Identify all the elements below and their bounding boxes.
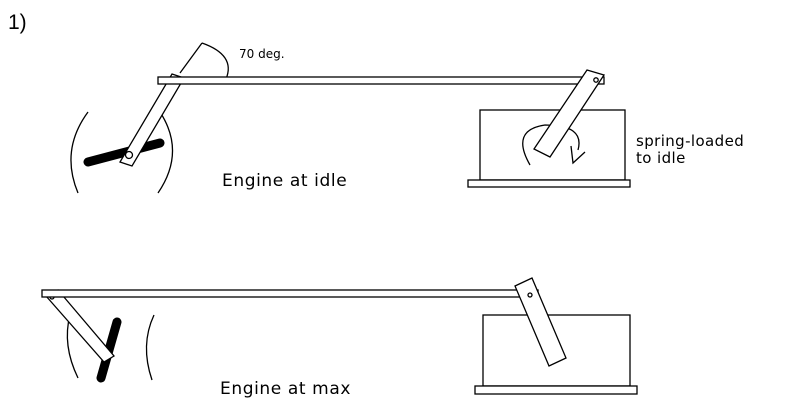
idle-governor-base [467,179,631,188]
max-arm-pivot [527,292,533,298]
idle-lever-pivot [124,150,134,160]
idle-caption: Engine at idle [222,171,347,191]
max-governor-base [474,385,638,395]
idle-governor-arm [533,69,606,158]
max-assembly: Engine at max [41,277,638,399]
idle-angle-reference-line [179,42,203,74]
idle-housing-right-arc [157,111,174,194]
idle-connecting-rod [157,76,605,85]
max-throttle-lever [44,289,115,363]
idle-rotation-arrow-icon [570,145,586,165]
idle-rotation-arc [522,124,580,166]
max-governor-arm [514,277,567,367]
idle-angle-arc [201,42,229,80]
max-caption: Engine at max [220,379,351,399]
idle-arm-pivot [593,77,599,83]
max-connecting-rod [41,289,539,298]
spring-note-line1: spring-loaded [636,132,744,150]
max-housing-right-arc [145,314,155,381]
idle-housing-left-arc [70,111,89,194]
idle-throttle-plate [83,138,165,167]
idle-angle-label: 70 deg. [239,47,285,61]
figure-number: 1) [8,11,27,34]
spring-note-line2: to idle [636,149,686,167]
idle-assembly: 70 deg. Engine at idle spring-loaded to … [70,42,744,194]
